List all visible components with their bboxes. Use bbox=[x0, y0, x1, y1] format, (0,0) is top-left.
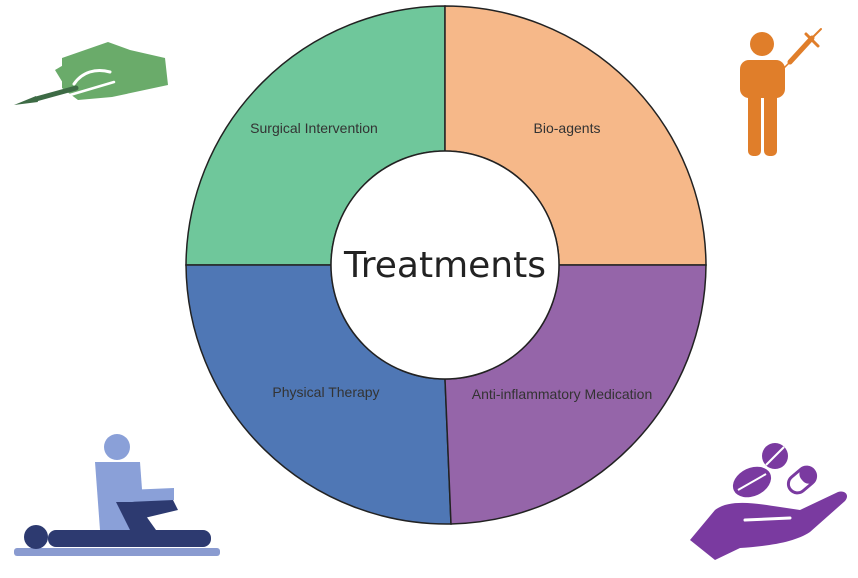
center-title: Treatments bbox=[343, 245, 546, 286]
label-anti-inflammatory-medication: Anti-inflammatory Medication bbox=[472, 386, 653, 402]
pills-hand-icon bbox=[690, 443, 848, 560]
physiotherapy-icon bbox=[14, 434, 220, 556]
center-circle bbox=[330, 150, 560, 380]
injection-person-icon bbox=[740, 28, 822, 156]
label-physical-therapy: Physical Therapy bbox=[272, 384, 379, 400]
label-bio-agents: Bio-agents bbox=[534, 120, 601, 136]
label-surgical-intervention: Surgical Intervention bbox=[250, 120, 378, 136]
scalpel-hand-icon bbox=[14, 42, 168, 105]
